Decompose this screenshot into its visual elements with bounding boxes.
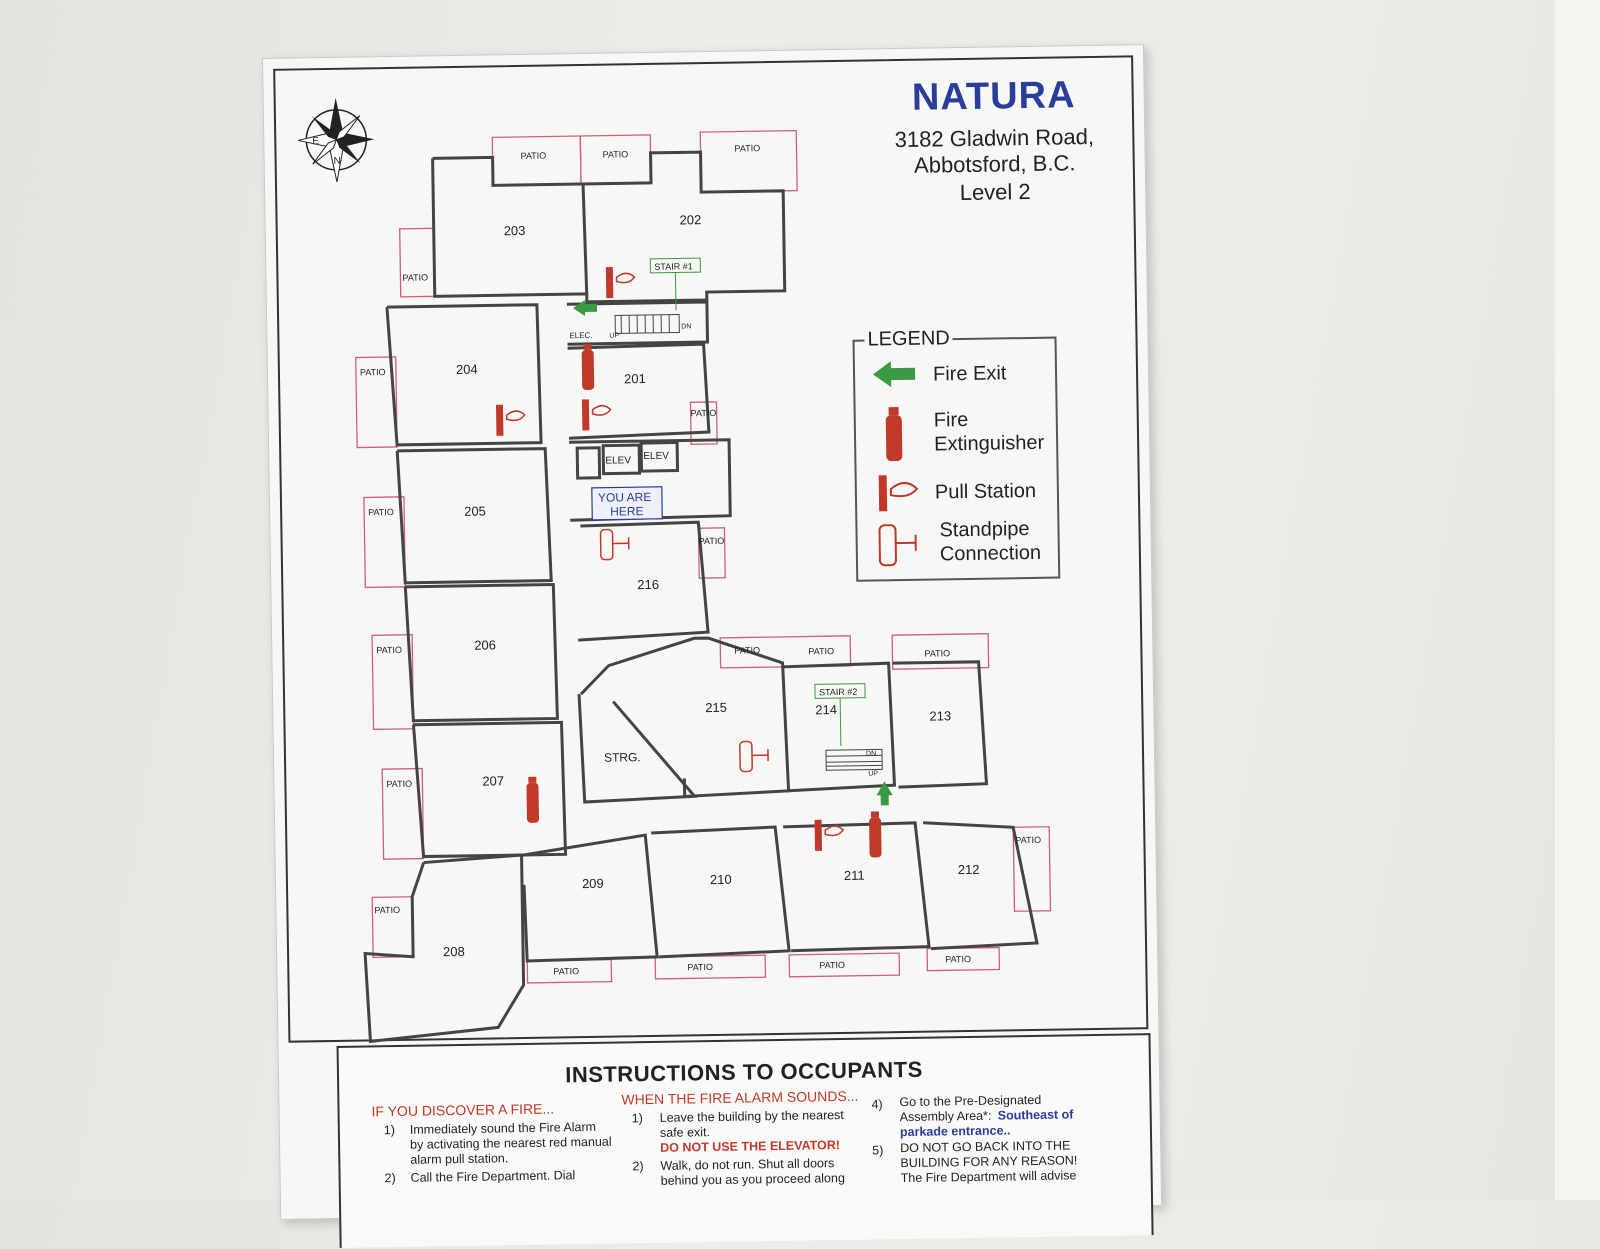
- col2-step1-a: Leave the building by the nearest: [660, 1108, 844, 1126]
- room-203: 203: [504, 223, 526, 238]
- svg-text:PATIO: PATIO: [734, 143, 760, 153]
- svg-text:PATIO: PATIO: [691, 408, 717, 418]
- instructions-title: INSTRUCTIONS TO OCCUPANTS: [339, 1053, 1149, 1092]
- svg-text:PATIO: PATIO: [360, 367, 386, 377]
- svg-text:PATIO: PATIO: [374, 905, 400, 915]
- col1-step2: Call the Fire Department. Dial: [410, 1168, 575, 1186]
- col3-step5-c: The Fire Department will advise: [901, 1168, 1077, 1186]
- room-214: 214: [815, 702, 837, 717]
- col1-heading: IF YOU DISCOVER A FIRE...: [371, 1101, 554, 1120]
- fire-extinguisher-icon: [869, 811, 882, 857]
- svg-text:PATIO: PATIO: [386, 779, 412, 789]
- room-208: 208: [443, 944, 465, 959]
- svg-text:STAIR #1: STAIR #1: [654, 261, 693, 272]
- room-storage: STRG.: [604, 750, 641, 765]
- svg-text:PATIO: PATIO: [924, 648, 950, 658]
- col3-step4-c: Southeast of: [998, 1107, 1074, 1123]
- room-201: 201: [624, 371, 646, 386]
- svg-text:PATIO: PATIO: [687, 962, 713, 972]
- evacuation-sign: S N E W: [262, 44, 1162, 1220]
- svg-text:PATIO: PATIO: [1015, 835, 1041, 845]
- col2-step1-c: DO NOT USE THE ELEVATOR!: [660, 1138, 840, 1156]
- standpipe-connection-icon: [600, 529, 628, 559]
- stair-1-dn: DN: [681, 323, 691, 330]
- stair-2-up: UP: [868, 770, 878, 777]
- walls: [353, 147, 1039, 1041]
- legend-fire-exit: Fire Exit: [933, 361, 1007, 386]
- compass-w: W: [350, 135, 360, 146]
- svg-text:PATIO: PATIO: [808, 646, 834, 656]
- fire-extinguisher-icon: [526, 777, 539, 823]
- compass-icon: S N E W: [298, 97, 375, 182]
- svg-text:PATIO: PATIO: [402, 272, 428, 282]
- you-are-here-marker: YOU ARE HERE: [592, 487, 662, 520]
- room-213: 213: [929, 708, 951, 723]
- instructions-panel: INSTRUCTIONS TO OCCUPANTS IF YOU DISCOVE…: [337, 1033, 1154, 1248]
- legend: LEGEND Fire Exit Fire Extinguisher Pull …: [852, 337, 1060, 582]
- wall-edge: [1555, 0, 1600, 1200]
- svg-text:PATIO: PATIO: [520, 151, 546, 161]
- pull-station-legend-icon: [875, 473, 924, 514]
- svg-text:PATIO: PATIO: [368, 507, 394, 517]
- pull-station-icon: [582, 400, 610, 430]
- elevator-2: ELEV: [643, 451, 669, 462]
- fire-exit-legend-icon: [873, 359, 917, 390]
- fire-extinguisher-icon: [582, 344, 595, 390]
- compass-n: N: [334, 156, 341, 167]
- room-212: 212: [958, 862, 980, 877]
- room-216: 216: [637, 577, 659, 592]
- legend-pull-station: Pull Station: [935, 479, 1037, 505]
- standpipe-legend-icon: [875, 521, 924, 570]
- svg-text:YOU ARE: YOU ARE: [598, 490, 652, 505]
- compass-e: E: [312, 136, 319, 147]
- svg-text:PATIO: PATIO: [376, 645, 402, 655]
- pull-station-icon: [496, 405, 524, 435]
- room-204: 204: [456, 362, 478, 377]
- svg-text:HERE: HERE: [610, 504, 644, 519]
- legend-standpipe-1: Standpipe: [939, 517, 1029, 542]
- stair-1: [615, 314, 679, 333]
- room-202: 202: [679, 212, 701, 227]
- room-207: 207: [482, 773, 504, 788]
- svg-text:STAIR #2: STAIR #2: [819, 687, 858, 698]
- svg-text:PATIO: PATIO: [945, 954, 971, 964]
- address-line-2: Abbotsford, B.C.: [835, 149, 1155, 180]
- legend-fire-extinguisher-2: Extinguisher: [934, 431, 1044, 457]
- col2-step2-b: behind you as you proceed along: [661, 1171, 845, 1189]
- building-name: NATURA: [873, 74, 1114, 121]
- col1-step1-b: by activating the nearest red manual: [410, 1135, 612, 1153]
- col2-step1-b: safe exit.: [660, 1125, 710, 1141]
- svg-text:PATIO: PATIO: [553, 966, 579, 976]
- col2-heading: WHEN THE FIRE ALARM SOUNDS...: [621, 1088, 858, 1108]
- svg-text:PATIO: PATIO: [602, 149, 628, 159]
- standpipe-connection-icon: [740, 741, 768, 771]
- stair-2-dn: DN: [866, 750, 876, 757]
- legend-title: LEGEND: [864, 327, 953, 351]
- room-205: 205: [464, 504, 486, 519]
- pull-station-icon: [606, 267, 634, 297]
- fire-extinguisher-legend-icon: [884, 405, 905, 461]
- svg-text:PATIO: PATIO: [699, 536, 725, 546]
- legend-fire-extinguisher-1: Fire: [934, 408, 969, 433]
- svg-text:PATIO: PATIO: [734, 645, 760, 655]
- electrical-room: ELEC.: [569, 331, 592, 340]
- elevator-1: ELEV: [605, 455, 631, 466]
- col3-step4-b: Assembly Area*:: [900, 1109, 992, 1125]
- col3-step4-d: parkade entrance..: [900, 1123, 1011, 1140]
- stair-1-up: UP: [609, 332, 619, 339]
- legend-standpipe-2: Connection: [940, 541, 1042, 567]
- room-215: 215: [705, 700, 727, 715]
- compass-s: S: [333, 118, 340, 129]
- svg-text:PATIO: PATIO: [819, 960, 845, 970]
- room-209: 209: [582, 876, 604, 891]
- room-210: 210: [710, 872, 732, 887]
- room-206: 206: [474, 637, 496, 652]
- level-label: Level 2: [835, 177, 1155, 208]
- room-211: 211: [844, 868, 865, 883]
- col1-step1-c: alarm pull station.: [410, 1151, 508, 1168]
